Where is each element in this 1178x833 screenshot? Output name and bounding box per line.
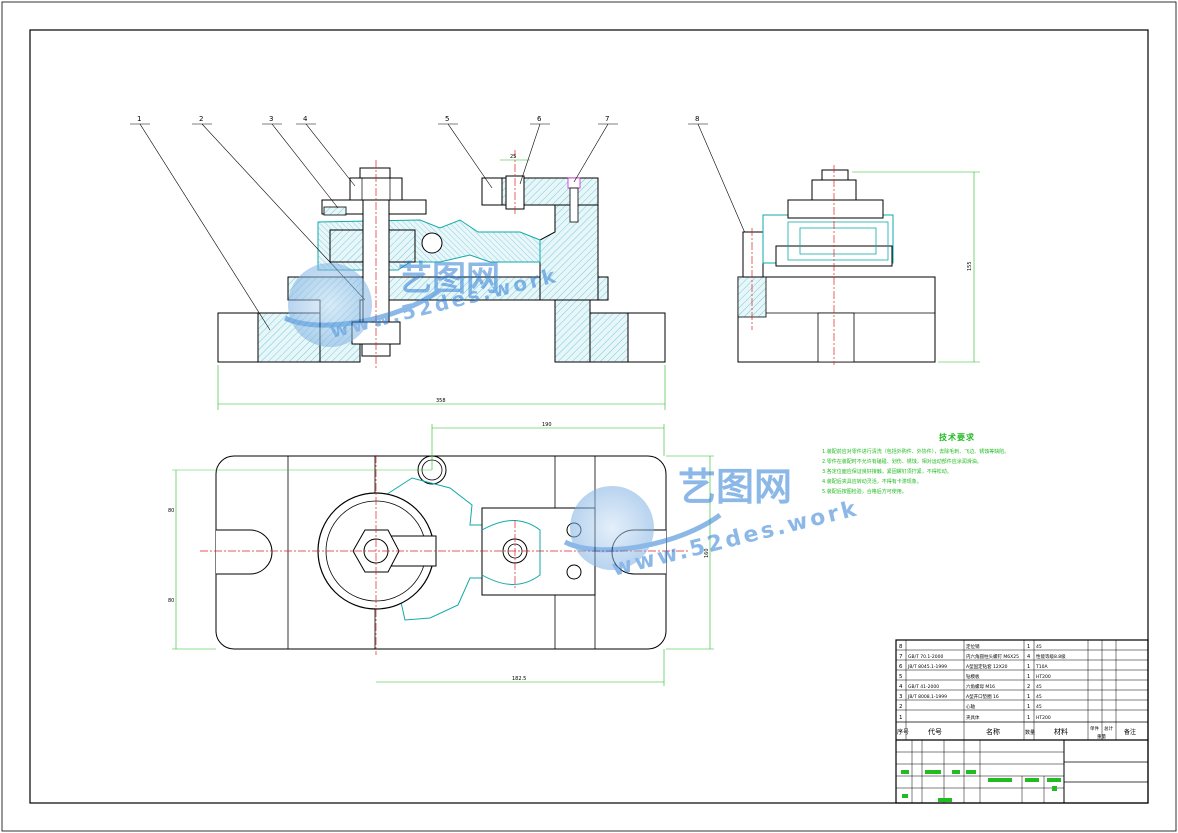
balloon-3: 3 (269, 115, 273, 123)
part-no: 7 (899, 654, 903, 660)
header-code: 代号 (928, 727, 942, 736)
side-view: 155 (737, 165, 980, 365)
tech-note-line: 1.装配前应对零件进行清洗（包括外购件、外协件），去除毛刺、飞边、锈蚀等缺陷。 (822, 449, 1010, 455)
part-material: 性能等级8.8级 (1036, 653, 1066, 660)
part-qty: 1 (1027, 694, 1030, 700)
part-material: HT200 (1036, 674, 1051, 680)
part-no: 3 (899, 694, 903, 700)
part-name: 心轴 (966, 703, 975, 710)
part-qty: 1 (1027, 664, 1030, 670)
balloon-1: 1 (137, 115, 141, 123)
watermark-brand-2: 艺图网 (678, 465, 792, 509)
header-weight: 重量 (1097, 733, 1106, 740)
tech-note-line: 5.装配后按图检验，合格后方可使用。 (822, 489, 907, 495)
part-qty: 1 (1027, 715, 1030, 721)
parts-list-table (895, 639, 1149, 804)
part-material: T10A (1035, 664, 1048, 670)
part-code: GB/T 70.1-2000 (908, 654, 944, 660)
header-weight-total: 总计 (1104, 725, 1113, 732)
watermark-brand-1: 艺图网 (398, 259, 500, 299)
title-block-marks (901, 770, 1061, 802)
dim-plan-left-lower: 80 (168, 598, 174, 604)
watermark-1: 艺图网 www.52des.work (283, 259, 561, 347)
dim-plan-left-upper: 80 (168, 508, 174, 514)
part-name: 夹具体 (966, 714, 980, 721)
dim-plan-right-height: 160 (704, 548, 710, 558)
part-qty: 1 (1027, 644, 1030, 650)
part-code: GB/T 41-2000 (908, 684, 939, 690)
part-name: 定位销 (966, 643, 980, 650)
part-name: A型开口垫圈 16 (966, 693, 999, 700)
part-code: JB/T 8008.1-1999 (907, 694, 947, 700)
part-qty: 2 (1027, 684, 1030, 690)
part-qty: 1 (1027, 674, 1030, 680)
part-code: JB/T 8045.1-1999 (907, 664, 947, 670)
tech-note-line: 4.装配后夹具应转动灵活，不得有卡滞现象。 (822, 479, 922, 485)
balloon-8: 8 (695, 115, 699, 123)
dim-plan-bottom-width: 182.5 (512, 676, 526, 682)
part-no: 4 (899, 684, 903, 690)
balloon-labels: 1 2 3 4 5 6 7 8 (137, 115, 699, 123)
balloon-5: 5 (445, 115, 449, 123)
technical-requirements: 技术要求 1.装配前应对零件进行清洗（包括外购件、外协件），去除毛刺、飞边、锈蚀… (822, 432, 1092, 497)
header-qty: 数量 (1025, 729, 1035, 736)
header-no: 序号 (897, 728, 909, 736)
part-material: 45 (1036, 644, 1042, 650)
balloon-2: 2 (199, 115, 203, 123)
tech-note-line: 2.零件在装配时不允许有磕碰、划伤、锈蚀，相对运动部件应涂润滑油。 (822, 459, 982, 465)
tech-note-line: 3.各定位面应保证良好接触，紧固螺钉须拧紧，不得松动。 (822, 469, 952, 475)
part-no: 1 (899, 715, 903, 721)
sheet-inner-border (29, 29, 1149, 804)
balloon-6: 6 (537, 115, 542, 123)
part-no: 2 (899, 704, 903, 710)
tech-notes-title: 技术要求 (939, 433, 975, 442)
header-material: 材料 (1054, 727, 1068, 736)
part-material: 45 (1036, 684, 1042, 690)
part-material: 45 (1036, 694, 1042, 700)
part-name: 六角螺母 M16 (966, 683, 995, 690)
dim-side-height: 155 (967, 261, 973, 271)
dim-front-width: 358 (436, 398, 446, 404)
part-name: 钻模板 (966, 673, 980, 680)
balloon-4: 4 (303, 115, 308, 123)
dim-plan-top-width: 190 (542, 422, 552, 428)
part-no: 5 (899, 674, 903, 680)
part-material: 45 (1036, 704, 1042, 710)
dim-boss-width: 25 (510, 154, 516, 160)
balloon-7: 7 (605, 115, 609, 123)
header-remarks: 备注 (1124, 728, 1136, 736)
part-no: 8 (899, 644, 903, 650)
parts-list-header: 序号 代号 名称 数量 材料 单件 总计 重量 备注 (897, 725, 1136, 740)
part-qty: 1 (1027, 704, 1030, 710)
header-weight-single: 单件 (1090, 725, 1099, 732)
part-name: 内六角圆柱头螺钉 M6X25 (966, 653, 1019, 660)
header-name: 名称 (986, 727, 1000, 736)
parts-list-rows: 8 定位销 1 45 7 GB/T 70.1-2000 内六角圆柱头螺钉 M6X… (899, 643, 1066, 721)
part-qty: 4 (1027, 654, 1030, 660)
part-material: HT200 (1036, 715, 1051, 721)
part-no: 6 (899, 664, 903, 670)
part-name: A型固定钻套 12X20 (966, 663, 1008, 670)
